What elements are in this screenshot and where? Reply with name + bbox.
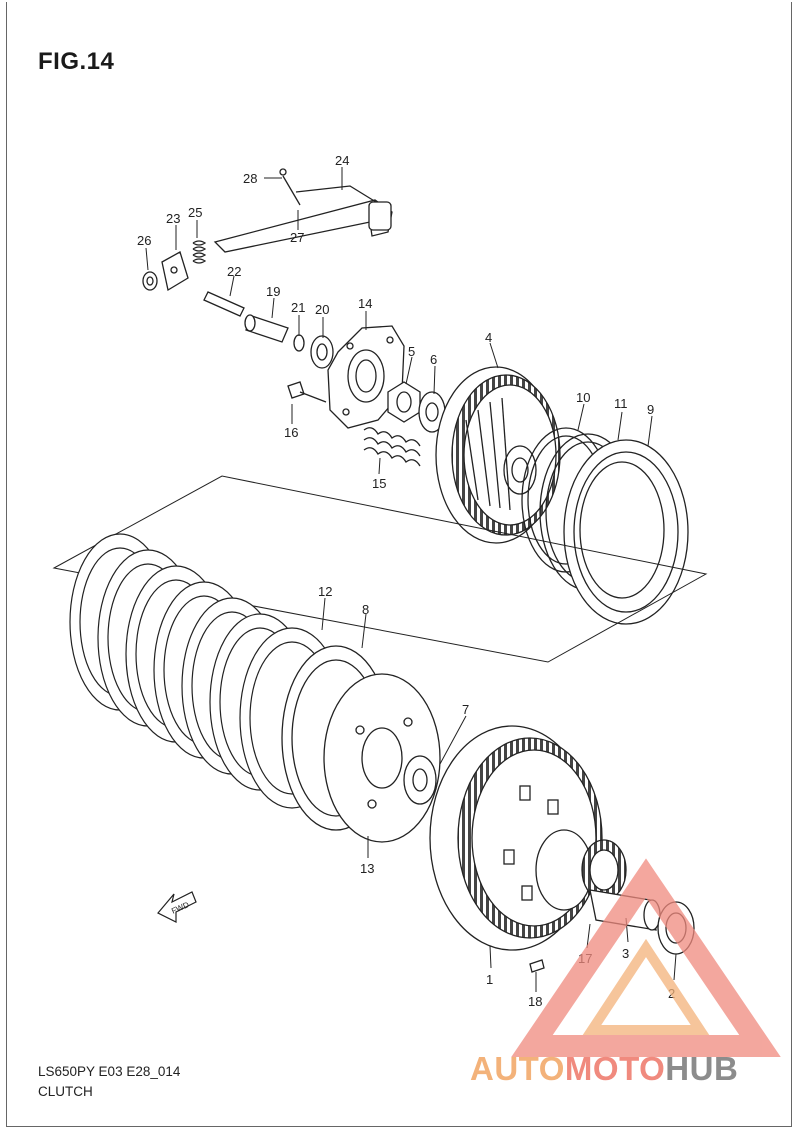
- callout-6: 6: [430, 352, 437, 367]
- callout-4: 4: [485, 330, 492, 345]
- callout-24: 24: [335, 153, 349, 168]
- callout-13: 13: [360, 861, 374, 876]
- callout-11: 11: [614, 396, 628, 411]
- watermark-text: AUTOMOTOHUB: [470, 1050, 738, 1088]
- friction-plate-stack-12: [69, 533, 345, 809]
- leader-lines: [145, 167, 677, 992]
- callout-1: 1: [486, 972, 493, 987]
- figure-title: FIG.14: [38, 48, 115, 75]
- callout-21: 21: [291, 300, 305, 315]
- clutch-hub-4: [435, 366, 561, 544]
- callout-15: 15: [372, 476, 386, 491]
- callout-18: 18: [528, 994, 542, 1009]
- thrust-washer-7: [403, 755, 437, 805]
- callout-14: 14: [358, 296, 372, 311]
- callout-labels: 1 2 3 4 5 6 7 8 9 10 11 12 13 14 15 16 1…: [137, 153, 675, 1009]
- callout-26: 26: [137, 233, 151, 248]
- callout-7: 7: [462, 702, 469, 717]
- watermark-logo: [511, 858, 781, 1057]
- callout-20: 20: [315, 302, 329, 317]
- callout-3: 3: [622, 946, 629, 961]
- callout-28: 28: [243, 171, 257, 186]
- page-frame: [6, 2, 792, 1127]
- watermark-moto: MOTO: [564, 1050, 666, 1087]
- callout-16: 16: [284, 425, 298, 440]
- fwd-arrow: FWD: [157, 891, 197, 923]
- callout-9: 9: [647, 402, 654, 417]
- watermark-hub: HUB: [665, 1050, 739, 1087]
- release-shaft-group: [142, 168, 393, 369]
- callout-27: 27: [290, 230, 304, 245]
- callout-19: 19: [266, 284, 280, 299]
- callout-10: 10: [576, 390, 590, 405]
- callout-5: 5: [408, 344, 415, 359]
- callout-8: 8: [362, 602, 369, 617]
- diagram-name: CLUTCH: [38, 1084, 93, 1099]
- pressure-plate-group: [287, 325, 446, 467]
- callout-22: 22: [227, 264, 241, 279]
- plates-8-13: [281, 645, 441, 843]
- plate-stack-outline: [52, 475, 708, 663]
- clutch-housing-1: [429, 725, 627, 951]
- model-code: LS650PY E03 E28_014: [38, 1064, 181, 1079]
- drive-plate-9: [563, 439, 689, 625]
- callout-25: 25: [188, 205, 202, 220]
- callout-23: 23: [166, 211, 180, 226]
- callout-12: 12: [318, 584, 332, 599]
- watermark-auto: AUTO: [470, 1050, 565, 1087]
